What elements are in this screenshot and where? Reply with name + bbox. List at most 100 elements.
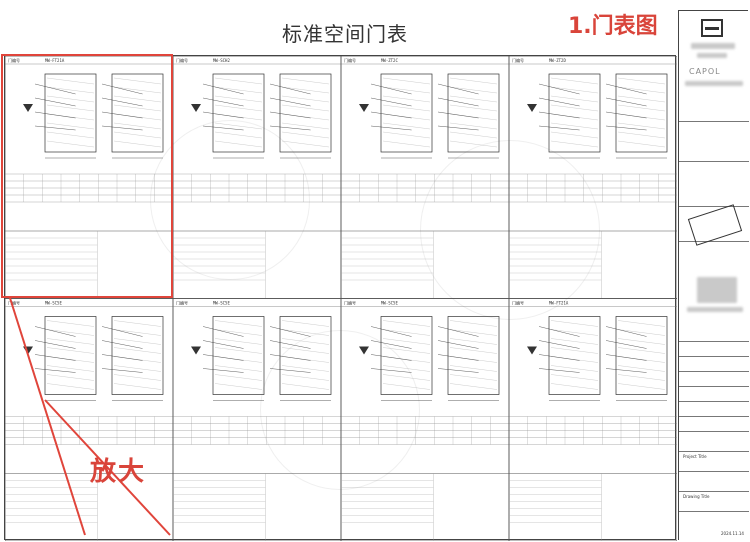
- leader-line: [605, 326, 647, 337]
- leader-line: [101, 368, 143, 373]
- leader-line: [269, 97, 311, 107]
- panel-header-label: 门编号: [8, 300, 20, 306]
- door-hatch-line: [113, 131, 162, 139]
- door-hatch-line: [617, 131, 666, 139]
- door-hatch-line: [281, 338, 330, 345]
- stamp-image: [687, 204, 743, 246]
- marker-triangle-icon: [23, 104, 33, 112]
- door-hatch-line: [617, 383, 666, 390]
- door-hatch-line: [281, 86, 330, 94]
- leader-line: [34, 111, 76, 119]
- door-hatch-line: [214, 320, 263, 327]
- door-hatch-line: [281, 77, 330, 85]
- door-hatch-line: [617, 77, 666, 85]
- door-hatch-line: [281, 383, 330, 390]
- panel-header-label: 门编号: [8, 57, 20, 63]
- blurred-text: [685, 81, 743, 86]
- door-hatch-line: [617, 320, 666, 327]
- leader-line: [605, 111, 647, 119]
- door-hatch-line: [214, 365, 263, 372]
- zoom-label: 放大: [90, 457, 147, 487]
- door-hatch-line: [382, 329, 431, 336]
- sheet-title: 标准空间门表: [282, 22, 408, 46]
- zoom-annotation-lines: [9, 297, 171, 536]
- door-hatch-line: [113, 329, 162, 336]
- blurred-text: [697, 53, 727, 58]
- panel-header-label: 门编号: [512, 57, 524, 63]
- door-hatch-line: [382, 122, 431, 130]
- door-leaf-outline: [279, 316, 332, 395]
- leader-line: [101, 97, 143, 107]
- door-hatch-line: [550, 374, 599, 381]
- title-block: CAPOL Project Title Drawing Title 2024.1…: [678, 10, 749, 540]
- door-hatch-line: [281, 140, 330, 148]
- marker-triangle-icon: [191, 346, 201, 355]
- door-leaf-outline: [548, 316, 601, 395]
- door-hatch-line: [550, 140, 599, 148]
- door-hatch-line: [46, 329, 95, 336]
- leader-line: [437, 354, 479, 361]
- door-hatch-line: [550, 338, 599, 345]
- door-hatch-line: [214, 329, 263, 336]
- panel-code: MW-SC5E: [45, 301, 62, 306]
- panel-code: MW-SC5E: [381, 301, 398, 306]
- leader-line: [370, 83, 412, 95]
- leader-line: [34, 125, 76, 131]
- door-hatch-line: [46, 365, 95, 372]
- leader-line: [605, 340, 647, 349]
- leader-line: [202, 83, 244, 95]
- leader-line: [370, 340, 412, 349]
- door-hatch-line: [46, 140, 95, 148]
- door-leaf-outline: [111, 73, 164, 153]
- leader-line: [437, 340, 479, 349]
- watermark: [260, 330, 420, 490]
- door-hatch-line: [382, 131, 431, 139]
- door-hatch-line: [617, 365, 666, 372]
- drawing-title-label: Drawing Title: [683, 494, 710, 499]
- door-hatch-line: [617, 347, 666, 354]
- door-hatch-line: [214, 347, 263, 354]
- door-hatch-line: [617, 338, 666, 345]
- leader-line: [370, 111, 412, 119]
- panel-header-label: 门编号: [176, 300, 188, 306]
- door-hatch-line: [449, 86, 498, 94]
- door-leaf-outline: [447, 73, 500, 153]
- blurred-text: [691, 43, 735, 49]
- watermark: [420, 140, 600, 320]
- marker-triangle-icon: [191, 104, 201, 112]
- door-hatch-line: [382, 95, 431, 103]
- door-leaf-outline: [279, 73, 332, 153]
- door-hatch-line: [449, 140, 498, 148]
- door-hatch-line: [214, 383, 263, 390]
- leader-line: [269, 326, 311, 337]
- door-hatch-line: [46, 338, 95, 345]
- door-leaf-outline: [447, 316, 500, 395]
- door-hatch-line: [617, 329, 666, 336]
- panel-code: MW-SC5E: [213, 301, 230, 306]
- door-hatch-line: [382, 365, 431, 372]
- leader-line: [101, 340, 143, 349]
- leader-line: [101, 326, 143, 337]
- leader-line: [34, 326, 76, 337]
- door-hatch-line: [113, 86, 162, 94]
- door-hatch-line: [46, 320, 95, 327]
- door-hatch-line: [46, 131, 95, 139]
- door-hatch-line: [281, 329, 330, 336]
- sheet-label: 1.门表图: [568, 14, 658, 39]
- leader-line: [370, 125, 412, 131]
- door-hatch-line: [449, 122, 498, 130]
- door-hatch-line: [617, 122, 666, 130]
- panel-code: MW-ZT2C: [381, 58, 398, 63]
- door-hatch-line: [550, 383, 599, 390]
- door-hatch-line: [550, 122, 599, 130]
- leader-line: [269, 368, 311, 373]
- door-leaf-outline: [44, 316, 97, 395]
- date: 2024.11.14: [721, 531, 744, 536]
- door-hatch-line: [46, 374, 95, 381]
- leader-line: [370, 354, 412, 361]
- door-hatch-line: [113, 122, 162, 130]
- door-hatch-line: [550, 329, 599, 336]
- marker-triangle-icon: [359, 104, 369, 112]
- leader-line: [269, 111, 311, 119]
- door-hatch-line: [113, 365, 162, 372]
